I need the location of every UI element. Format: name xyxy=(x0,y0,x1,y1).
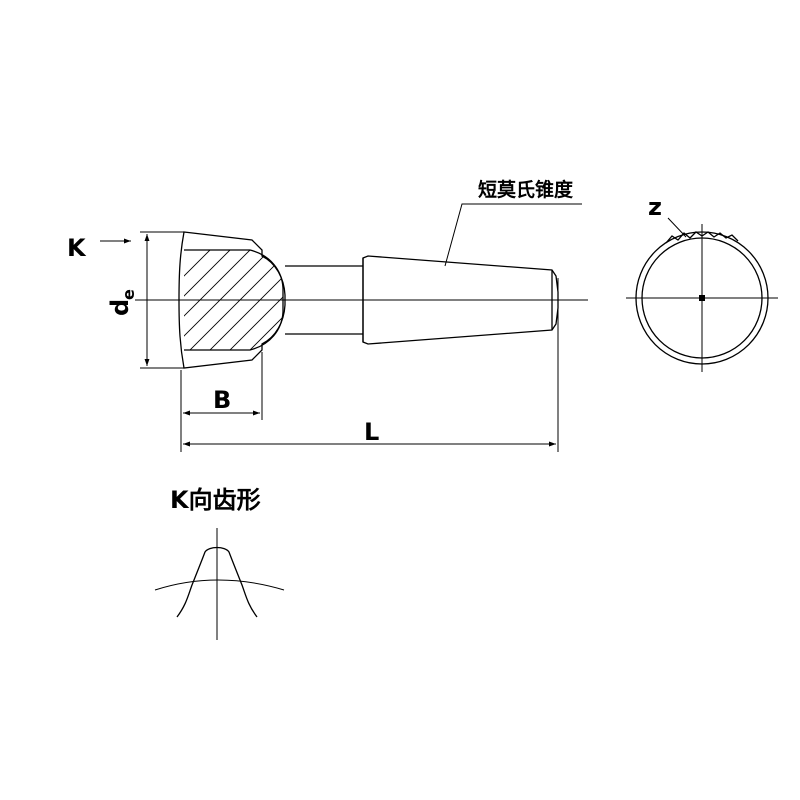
tooth-outline xyxy=(176,546,258,618)
de-label-sub: e xyxy=(119,289,138,300)
de-label-main: d xyxy=(106,299,134,316)
tooth-reference-arc xyxy=(154,579,285,591)
end-view-center-point xyxy=(699,295,705,301)
tooth-profile-view xyxy=(154,528,285,640)
z-leader xyxy=(667,217,687,238)
cutter-head-section xyxy=(184,249,284,351)
l-dimension-label: L xyxy=(364,418,379,446)
k-view-title: K向齿形 xyxy=(170,486,261,514)
z-label: z xyxy=(648,193,662,221)
k-arrow-label: K xyxy=(67,234,87,262)
section-hatching xyxy=(184,250,283,350)
taper-note-label: 短莫氏锥度 xyxy=(478,178,574,201)
end-view-teeth xyxy=(665,231,739,244)
main-view xyxy=(135,231,588,369)
end-view xyxy=(626,217,778,372)
taper-note-leader xyxy=(444,203,582,267)
b-dimension-label: B xyxy=(213,386,231,414)
dimensions xyxy=(100,203,582,452)
de-label: d e xyxy=(106,289,138,316)
